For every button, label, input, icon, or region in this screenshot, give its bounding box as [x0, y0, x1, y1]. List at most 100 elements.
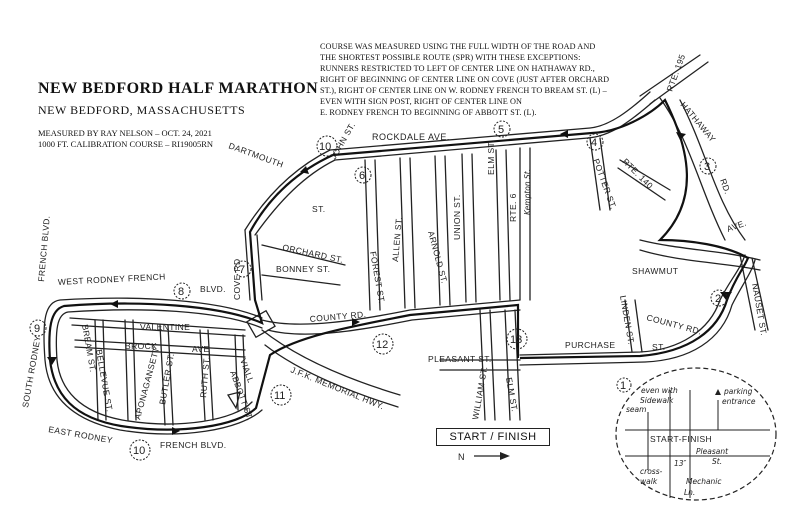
- mile-marker: 11: [270, 384, 292, 406]
- street-label: SHAWMUT: [632, 266, 678, 276]
- svg-text:8: 8: [178, 286, 184, 298]
- inset-label: Sidewalk: [640, 396, 674, 405]
- mile-marker: 6: [354, 166, 372, 184]
- mile-marker: 12: [372, 333, 394, 355]
- street-label: RD.: [718, 177, 733, 195]
- street-label: APONAGANSETT: [132, 346, 161, 421]
- street-label: LINDEN ST.: [618, 295, 637, 346]
- street-label: ALLEN ST.: [390, 216, 404, 262]
- mile-marker: 2: [710, 289, 728, 307]
- measurement-info: MEASURED BY RAY NELSON – OCT. 24, 2021 1…: [38, 128, 213, 150]
- street-label: UNION ST.: [452, 194, 462, 240]
- street-label: RUTH ST.: [198, 356, 212, 398]
- calibration-course: 1000 FT. CALIBRATION COURSE – RI19005RN: [38, 139, 214, 149]
- street-label: RTE. 6: [508, 193, 518, 222]
- svg-text:11: 11: [274, 390, 285, 402]
- start-finish-inset: even with Sidewalk seam parking entrance…: [615, 367, 777, 501]
- inset-label: seam: [626, 405, 646, 414]
- svg-text:10: 10: [133, 445, 145, 457]
- street-label: ORCHARD ST.: [282, 242, 345, 265]
- street-label: WEST RODNEY FRENCH: [58, 271, 166, 287]
- measured-by: MEASURED BY RAY NELSON – OCT. 24, 2021: [38, 128, 212, 138]
- svg-text:1: 1: [620, 380, 626, 392]
- svg-text:2: 2: [715, 293, 721, 305]
- street-label: BROCK: [125, 341, 157, 351]
- svg-text:6: 6: [359, 170, 365, 182]
- street-label: WILLIAM ST.: [470, 365, 489, 420]
- mile-marker: 1: [616, 377, 632, 393]
- note-line: COURSE WAS MEASURED USING THE FULL WIDTH…: [320, 42, 596, 51]
- route-arrows: [47, 130, 732, 435]
- svg-text:7: 7: [239, 264, 245, 276]
- inset-label: walk: [640, 477, 658, 486]
- street-label: PLEASANT ST.: [428, 354, 492, 364]
- svg-text:13: 13: [510, 334, 522, 346]
- road-network: [43, 54, 769, 435]
- inset-label: Ln.: [684, 488, 695, 497]
- note-line: RUNNERS RESTRICTED TO LEFT OF CENTER LIN…: [320, 64, 595, 73]
- mile-marker: 4: [586, 133, 604, 151]
- inset-label: 13″: [674, 459, 687, 468]
- street-label: BONNEY ST.: [276, 264, 330, 274]
- note-line: ST.), RIGHT OF CENTER LINE ON W. RODNEY …: [320, 86, 607, 95]
- street-label: ELM ST.: [486, 140, 496, 175]
- mile-marker: 10: [129, 439, 151, 461]
- mile-marker: 7: [234, 260, 252, 278]
- note-line: EVEN WITH SIGN POST, RIGHT OF CENTER LIN…: [320, 97, 523, 106]
- street-label: DARTMOUTH: [227, 140, 285, 169]
- svg-text:5: 5: [498, 124, 504, 136]
- mile-marker: 9: [29, 319, 47, 337]
- street-label: Kempton St.: [523, 169, 532, 215]
- inset-label: parking: [723, 387, 753, 396]
- inset-label: Pleasant: [696, 447, 729, 456]
- svg-text:N: N: [458, 452, 465, 462]
- mile-marker: 13: [506, 328, 528, 350]
- street-label: COUNTY RD.: [645, 312, 702, 336]
- street-label: ST.: [312, 204, 325, 214]
- street-label: BLVD.: [200, 284, 226, 294]
- note-line: THE SHORTEST POSSIBLE ROUTE (SPR) WITH T…: [320, 53, 581, 62]
- street-label: RTE. 195: [664, 53, 687, 93]
- street-label: EAST RODNEY: [48, 424, 114, 445]
- inset-label: cross-: [640, 467, 663, 476]
- svg-text:12: 12: [376, 339, 388, 351]
- svg-text:4: 4: [591, 137, 597, 149]
- note-line: E. RODNEY FRENCH TO BEGINNING OF ABBOTT …: [320, 108, 537, 117]
- inset-label: St.: [712, 457, 722, 466]
- street-label: FOREST ST.: [368, 251, 387, 305]
- street-label: ROCKDALE AVE.: [372, 132, 450, 142]
- street-label: FRENCH BLVD.: [160, 440, 227, 450]
- street-label: POTTER ST.: [591, 157, 619, 210]
- street-label: VALENTINE: [140, 322, 190, 332]
- mile-marker: 10: [316, 135, 338, 157]
- inset-label: even with: [641, 386, 678, 395]
- street-label: COVE RD: [232, 258, 242, 300]
- street-label: PURCHASE: [565, 340, 615, 350]
- north-arrow: N: [458, 452, 510, 462]
- svg-text:10: 10: [319, 141, 331, 153]
- map-location: NEW BEDFORD, MASSACHUSETTS: [38, 103, 246, 117]
- map-title: NEW BEDFORD HALF MARATHON: [38, 80, 319, 97]
- street-label: BUTLER ST.: [157, 352, 176, 405]
- street-label: HATHAWAY: [678, 100, 717, 144]
- race-route: [48, 98, 750, 431]
- street-label: J.F.K. MEMORIAL HWY.: [289, 365, 386, 412]
- street-label: FRENCH BLVD.: [36, 215, 52, 282]
- mile-markers: 1 2 3 4 5 6 7 8 9 10 11 12 13 10: [29, 120, 728, 461]
- start-finish-label: START / FINISH: [436, 428, 550, 446]
- svg-text:9: 9: [34, 323, 40, 335]
- note-line: RIGHT OF BEGINNING OF CENTER LINE ON COV…: [320, 75, 610, 84]
- street-label: AVE: [192, 344, 210, 354]
- mile-marker: 3: [699, 157, 717, 175]
- street-label: ELM ST.: [504, 377, 520, 413]
- street-label: SOUTH RODNEY: [20, 334, 43, 408]
- inset-label: entrance: [722, 397, 756, 406]
- street-label: AVE.: [725, 218, 748, 234]
- mile-marker: 8: [173, 282, 191, 300]
- street-label: ARNOLD ST.: [426, 230, 450, 285]
- street-label: ST.: [652, 342, 665, 352]
- inset-label: Mechanic: [686, 477, 722, 486]
- mile-marker: 5: [493, 120, 511, 138]
- course-notes: COURSE WAS MEASURED USING THE FULL WIDTH…: [320, 41, 620, 118]
